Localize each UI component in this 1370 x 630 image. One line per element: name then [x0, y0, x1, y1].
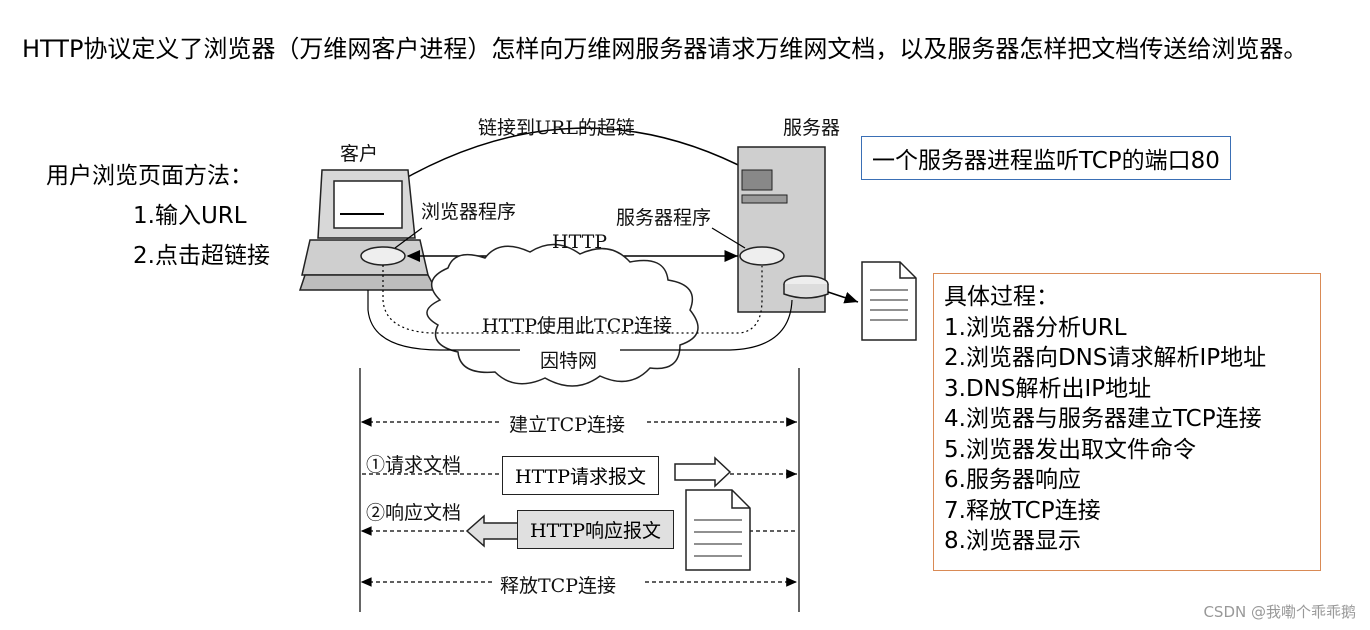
- server-tower-icon: [737, 146, 829, 313]
- internet-cloud-icon: [426, 243, 699, 387]
- process-title: 具体过程：: [944, 284, 1059, 310]
- process-step: 3.DNS解析出IP地址: [944, 375, 1152, 402]
- establish-tcp-label: 建立TCP连接: [509, 414, 625, 436]
- page-title: HTTP协议定义了浏览器（万维网客户进程）怎样向万维网服务器请求万维网文档，以及…: [22, 35, 1308, 63]
- server-program-label: 服务器程序: [616, 207, 712, 229]
- response-doc-label: ②响应文档: [366, 502, 462, 524]
- server-note-box: 一个服务器进程监听TCP的端口80: [861, 136, 1231, 180]
- process-step: 4.浏览器与服务器建立TCP连接: [944, 406, 1262, 432]
- http-request-box: HTTP请求报文: [502, 456, 660, 495]
- hyperlink-arc: [361, 127, 753, 206]
- process-step: 2.浏览器向DNS请求解析IP地址: [944, 345, 1267, 371]
- server-label: 服务器: [783, 117, 841, 139]
- watermark: CSDN @我嘞个乖乖鹅: [1203, 603, 1356, 621]
- release-tcp-label: 释放TCP连接: [500, 575, 616, 597]
- http-response-box: HTTP响应报文: [517, 510, 675, 549]
- methods-title: 用户浏览页面方法：: [46, 163, 253, 189]
- process-step: 7.释放TCP连接: [944, 497, 1101, 524]
- response-document-icon: [685, 489, 751, 571]
- process-step: 6.服务器响应: [944, 467, 1081, 493]
- request-arrow-icon: [674, 456, 732, 488]
- process-step: 8.浏览器显示: [944, 528, 1081, 554]
- process-step: 5.浏览器发出取文件命令: [944, 436, 1196, 463]
- client-computer-icon: [298, 169, 438, 291]
- document-icon: [861, 261, 917, 341]
- process-steps-box: 具体过程： 1.浏览器分析URL 2.浏览器向DNS请求解析IP地址 3.DNS…: [933, 273, 1321, 571]
- method-item-2: 2.点击超链接: [133, 243, 270, 269]
- client-label: 客户: [340, 143, 379, 165]
- process-step: 1.浏览器分析URL: [944, 314, 1127, 341]
- response-arrow-icon: [465, 514, 519, 548]
- tcp-use-label: HTTP使用此TCP连接: [482, 315, 673, 337]
- http-label: HTTP: [552, 231, 608, 253]
- hyperlink-label: 链接到URL的超链: [478, 117, 635, 139]
- internet-label: 因特网: [540, 350, 598, 372]
- method-item-1: 1.输入URL: [133, 203, 247, 229]
- browser-program-label: 浏览器程序: [421, 201, 517, 223]
- request-doc-label: ①请求文档: [366, 454, 462, 476]
